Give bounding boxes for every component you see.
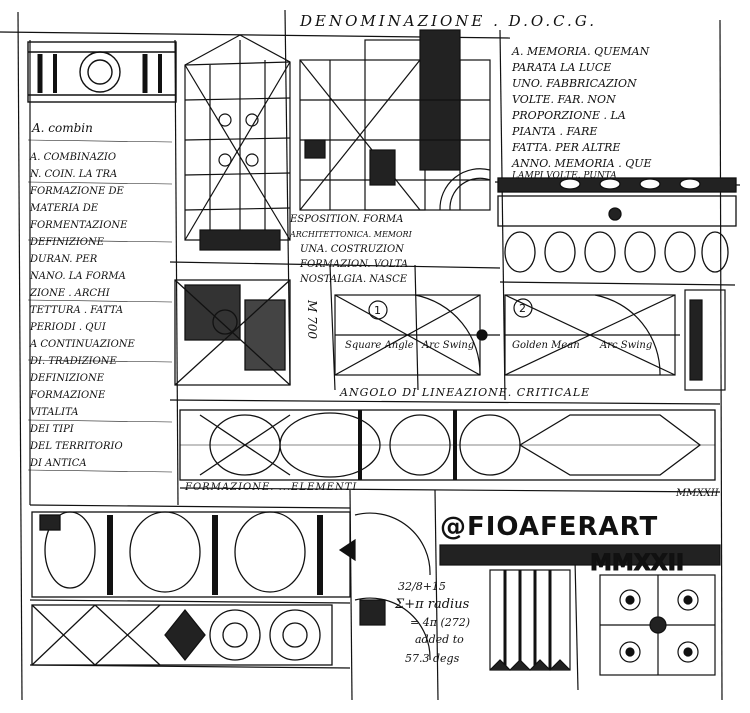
left-line: N. COIN. LA TRA [29,169,117,180]
left-line: PERIODI . QUI [29,322,107,333]
capital-frieze [27,41,177,103]
arc-sketch [338,512,431,661]
center-line: ESPOSITION. FORMA [289,214,403,225]
left-line: DEFINIZIONE [29,373,105,384]
math-line: added to [415,633,464,646]
diagram-2-number: 2 [519,302,526,315]
egg-frieze-lower-left [31,511,351,598]
egg-dart-frieze-right [497,177,737,273]
right-line: PARATA LA LUCE [511,61,611,74]
left-line: DEL TERRITORIO [29,441,123,452]
left-line: A. combin [31,121,93,135]
left-line: NANO. LA FORMA [29,271,126,282]
left-line: DI. TRADIZIONE [29,356,118,367]
right-line: ANNO. MEMORIA . QUE [511,157,652,170]
left-column-rules [27,139,173,473]
diagram-2-left-label: Golden Mean [512,340,580,351]
cube-detail-sketch [174,279,291,386]
tower-right-sketch [299,29,491,211]
math-line: = 4π (272) [410,616,470,629]
math-line: 32/8+15 [398,580,446,593]
center-line: FORMAZION. VOLTA [299,259,408,270]
vertical-label: M 700 [305,299,319,339]
center-block-text: ESPOSITION. FORMA ARCHITETTONICA. MEMORI… [289,214,413,285]
roman-date-large: MMXXII [590,551,684,576]
left-line: TETTURA . FATTA [30,305,123,316]
right-column-text: A. MEMORIA. QUEMAN PARATA LA LUCE UNO. F… [511,45,652,181]
right-line: PROPORZIONE . LA [511,109,626,122]
right-line: A. MEMORIA. QUEMAN [511,45,650,58]
diagram-1-geometry [334,294,500,376]
left-line: MATERIA DE [29,203,99,214]
left-line: ZIONE . ARCHI [29,288,111,299]
header-text: DENOMINAZIONE . D.O.C.G. [299,12,597,30]
left-line: DEFINIZIONE [29,237,105,248]
left-line: VITALITA [30,407,78,418]
math-line: 57.3 degs [405,652,460,665]
math-line: Σ+π radius [394,597,470,612]
formation-caption: FORMAZIONE. ...ELEMENTI [184,482,357,493]
left-line: DURAN. PER [29,254,98,265]
right-line: VOLTE. FAR. NON [512,93,616,106]
lozenge-frieze [179,409,716,481]
center-line: NOSTALGIA. NASCE [299,274,408,285]
left-line: FORMENTAZIONE [29,220,128,231]
diagram-2-right-label: Arc Swing [599,340,652,351]
left-line: DI ANTICA [29,458,87,469]
left-line: FORMAZIONE DE [29,186,124,197]
math-notes: 32/8+15 Σ+π radius = 4π (272) added to 5… [394,580,470,665]
right-line: PIANTA . FARE [511,125,597,138]
tower-sketch [184,34,291,251]
right-line: LAMPI VOLTE. PUNTA [511,171,617,181]
left-line: FORMAZIONE [29,390,106,401]
signature: @FIOAFERART [440,512,658,542]
diagram-1-right-label: Arc Swing [421,340,474,351]
column-rosettes-sketch [439,544,721,676]
left-line: DEI TIPI [29,424,75,435]
diagram-2-geometry [504,289,726,391]
diagram-1-left-label: Square Angle [345,340,414,351]
right-line: UNO. FABBRICAZION [512,77,637,90]
spiral-frieze [31,604,333,666]
left-line: A. COMBINAZIO [29,152,116,163]
center-line: ARCHITETTONICA. MEMORI [289,230,413,239]
roman-date-small: MMXXII [675,488,720,499]
diagram-1-number: 1 [374,304,381,317]
left-column-text: A. combin A. COMBINAZIO N. COIN. LA TRA … [29,121,136,469]
right-line: FATTA. PER ALTRE [511,141,620,154]
center-line: UNA. COSTRUZION [300,244,405,255]
left-line: A CONTINUAZIONE [29,339,136,350]
angle-caption: ANGOLO DI LINEAZIONE. CRITICALE [339,386,590,399]
